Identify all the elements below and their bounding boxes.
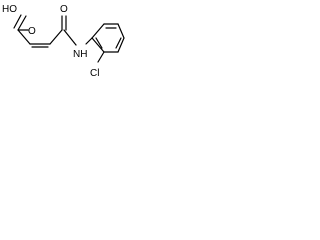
ring-bond-4 — [117, 37, 125, 53]
label-ho: HO — [2, 4, 17, 15]
ring-inner-bond-2 — [115, 37, 122, 49]
ring-bond-6 — [91, 37, 105, 53]
chemical-structure-diagram: HO O O NH Cl — [2, 4, 125, 79]
bond-ring-cl — [97, 51, 105, 63]
bond-c1-o1-double-a — [17, 15, 27, 31]
label-cl: Cl — [90, 68, 99, 79]
label-o-amide: O — [60, 4, 68, 15]
bond-c1-c2 — [17, 29, 31, 45]
bond-c3-c4 — [49, 29, 63, 45]
ring-inner-bond-3 — [95, 37, 103, 49]
bond-c1-o1-double-b — [13, 14, 22, 29]
label-nh: NH — [73, 49, 87, 60]
ring-bond-3 — [117, 23, 125, 39]
label-o-acid: O — [28, 26, 36, 37]
ring-bond-1 — [91, 23, 105, 39]
bond-n-ring — [85, 37, 93, 45]
bond-c4-n — [63, 29, 77, 46]
